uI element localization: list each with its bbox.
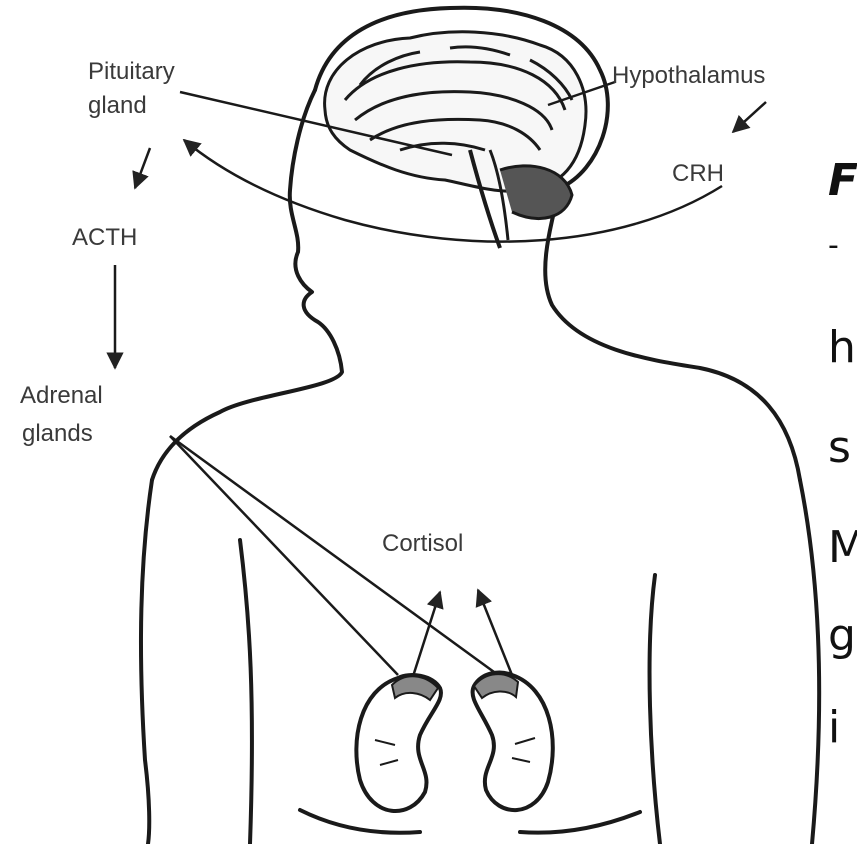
label-cortisol: Cortisol xyxy=(382,530,463,557)
kidney-right-icon xyxy=(473,673,553,811)
brain-icon xyxy=(325,32,586,248)
label-pituitary-line1: Pituitary xyxy=(88,58,175,85)
flow-arrows xyxy=(115,102,766,692)
label-adrenal-line2: glands xyxy=(22,420,93,447)
side-text-line: F xyxy=(828,155,857,206)
label-pituitary-line2: gland xyxy=(88,92,147,119)
side-text-line: s xyxy=(828,422,851,473)
side-text-line: g xyxy=(828,610,856,661)
side-text-line: - xyxy=(828,228,839,263)
cropped-side-text: F - h s M g i xyxy=(828,0,857,844)
adrenal-pointer-right xyxy=(170,436,505,680)
kidney-left-icon xyxy=(356,675,441,811)
pituitary-to-acth-arrow xyxy=(135,148,150,188)
label-acth: ACTH xyxy=(72,224,137,251)
cortisol-arrow-right xyxy=(478,590,512,675)
side-text-line: i xyxy=(828,702,840,753)
label-adrenal-line1: Adrenal xyxy=(20,382,103,409)
label-hypothalamus: Hypothalamus xyxy=(612,62,765,89)
side-text-line: h xyxy=(828,322,856,373)
side-text-line: M xyxy=(828,522,857,573)
label-crh: CRH xyxy=(672,160,724,187)
adrenal-pointer-left xyxy=(170,436,398,675)
hypothalamus-to-crh-arrow xyxy=(733,102,766,132)
